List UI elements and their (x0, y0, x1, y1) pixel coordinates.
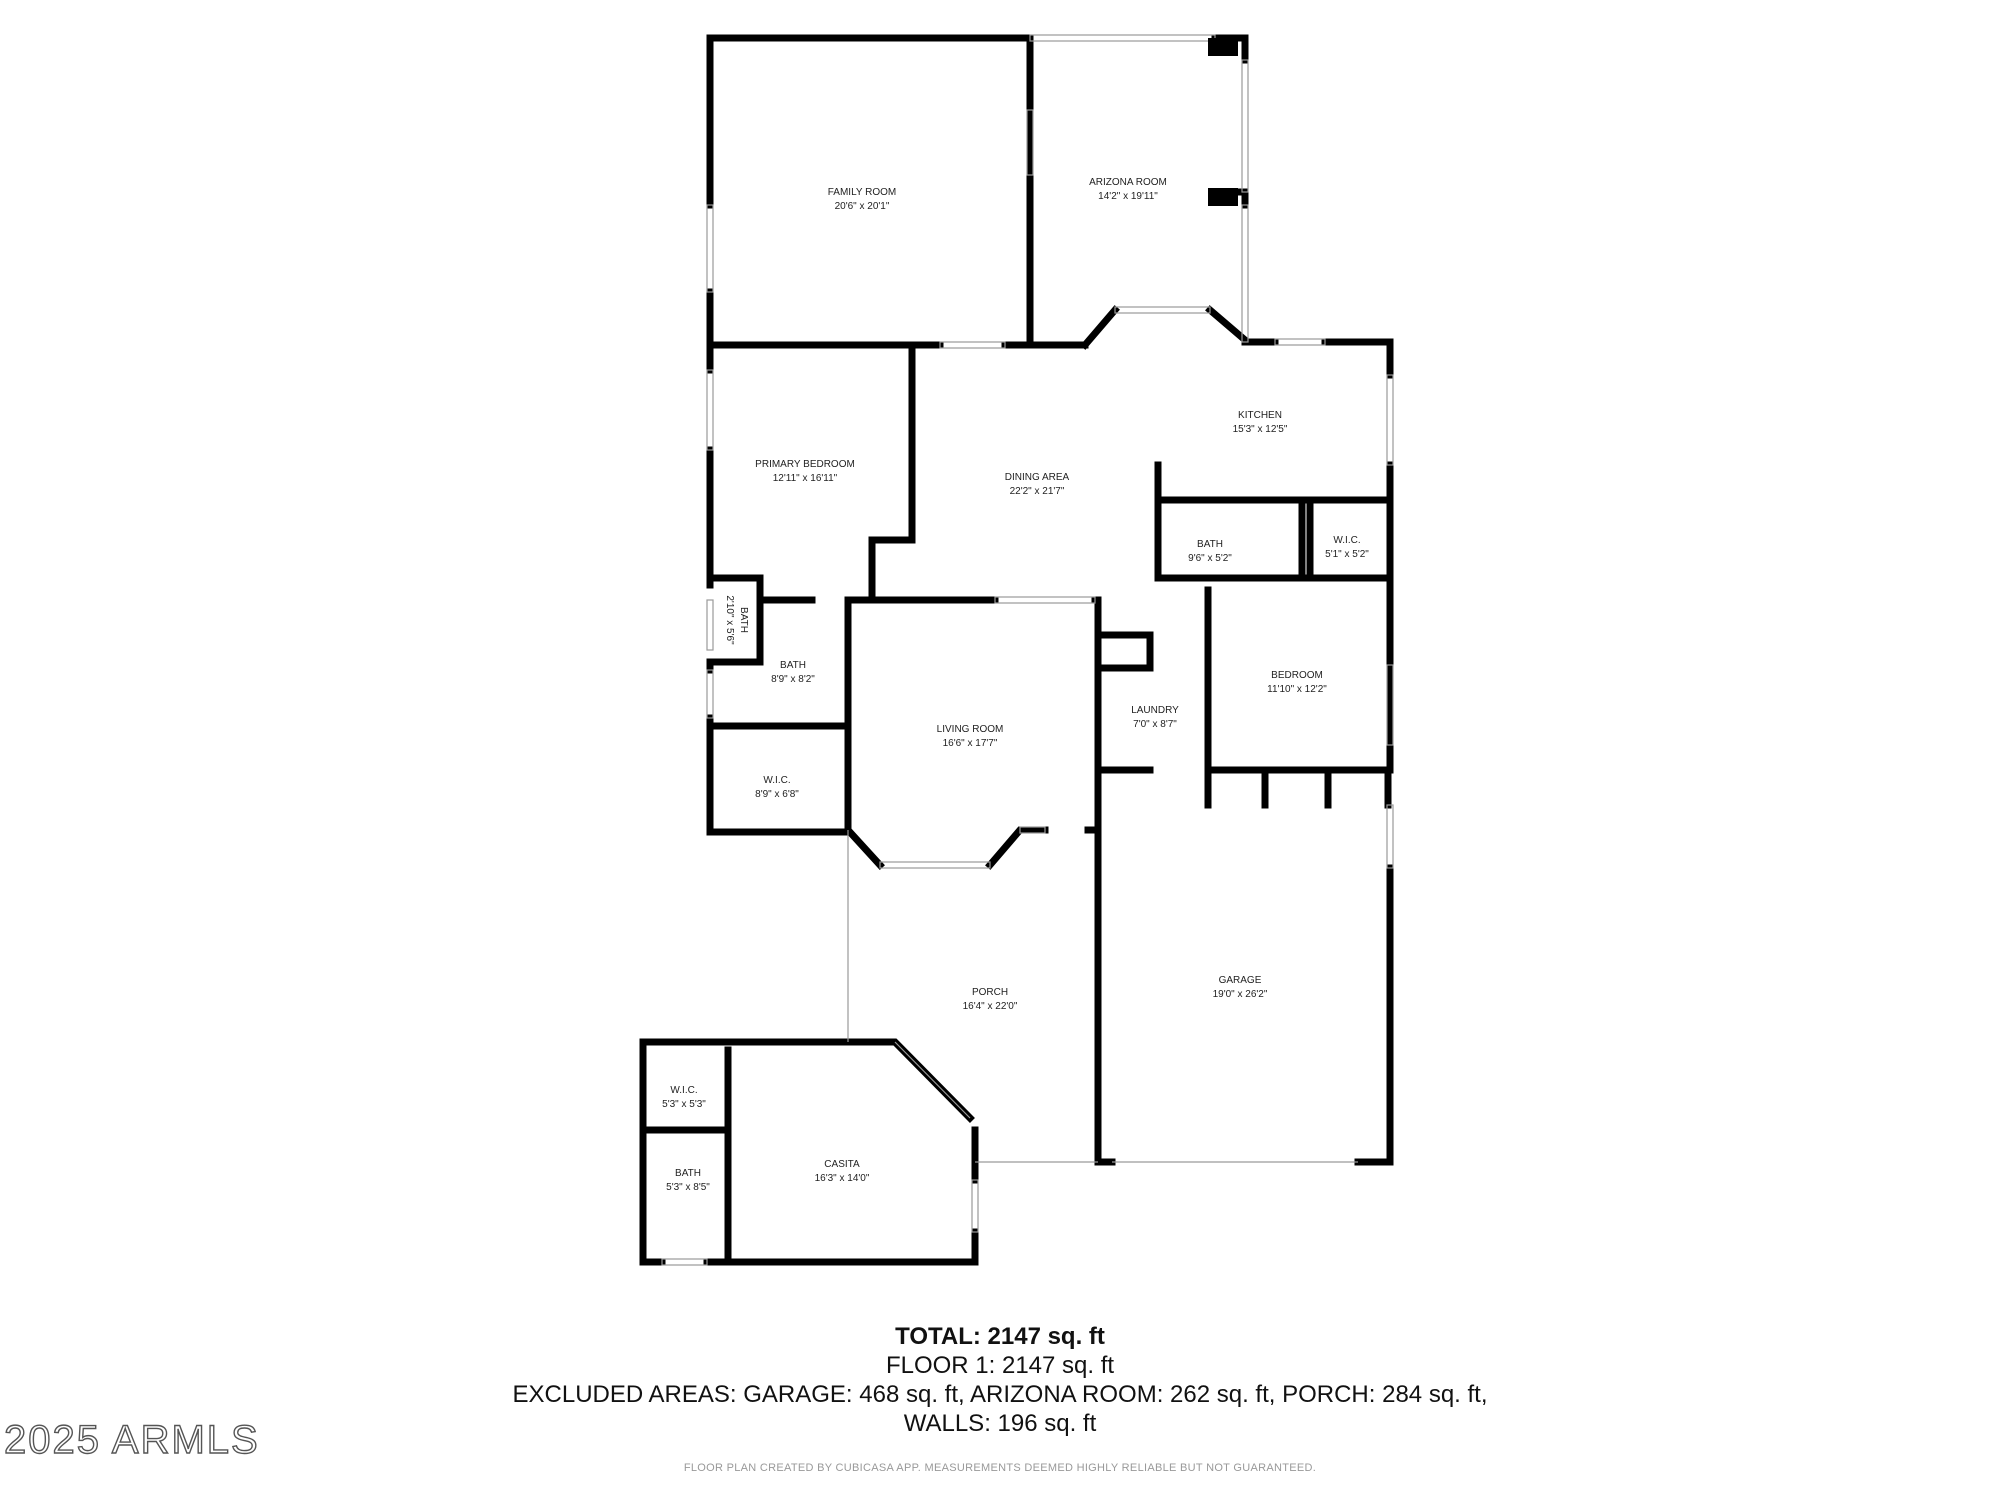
room-label-wic-casita: W.I.C. 5'3" x 5'3" (662, 1085, 706, 1110)
room-label-casita: CASITA 16'3" x 14'0" (814, 1159, 870, 1184)
room-label-bath-casita: BATH 5'3" x 8'5" (666, 1168, 710, 1193)
room-label-garage: GARAGE 19'0" x 26'2" (1212, 975, 1268, 1000)
room-label-family-room: FAMILY ROOM 20'6" x 20'1" (827, 187, 897, 212)
room-label-bath-primary: BATH 8'9" x 8'2" (771, 660, 815, 685)
room-label-wic-primary: W.I.C. 8'9" x 6'8" (755, 775, 799, 800)
room-label-dining-area: DINING AREA 22'2" x 21'7" (1004, 472, 1070, 497)
room-label-primary-bedroom: PRIMARY BEDROOM 12'11" x 16'11" (755, 459, 855, 484)
total-area: TOTAL: 2147 sq. ft (895, 1323, 1105, 1350)
walls (639, 34, 1394, 1266)
room-label-bath-small: BATH 2'10" x 5'6" (724, 595, 749, 645)
room-label-arizona-room: ARIZONA ROOM 14'2" x 19'11" (1089, 177, 1167, 202)
walls-area: WALLS: 196 sq. ft (903, 1410, 1097, 1437)
watermark: 2025 ARMLS (3, 1417, 260, 1462)
floor1-area: FLOOR 1: 2147 sq. ft (885, 1352, 1115, 1379)
room-label-bedroom: BEDROOM 11'10" x 12'2" (1267, 670, 1327, 695)
room-label-kitchen: KITCHEN 15'3" x 12'5" (1232, 410, 1288, 435)
room-label-living-room: LIVING ROOM 16'6" x 17'7" (936, 724, 1004, 749)
area-summary: TOTAL: 2147 sq. ft FLOOR 1: 2147 sq. ft … (0, 1322, 2000, 1438)
room-label-laundry: LAUNDRY 7'0" x 8'7" (1131, 705, 1179, 730)
room-label-wic-hall: W.I.C. 5'1" x 5'2" (1325, 535, 1369, 560)
disclaimer: FLOOR PLAN CREATED BY CUBICASA APP. MEAS… (683, 1462, 1317, 1474)
excluded-areas: EXCLUDED AREAS: GARAGE: 468 sq. ft, ARIZ… (512, 1381, 1488, 1408)
room-label-porch: PORCH 16'4" x 22'0" (962, 987, 1018, 1012)
wall-blocks (1208, 38, 1238, 206)
room-label-bath-hall: BATH 9'6" x 5'2" (1188, 539, 1232, 564)
